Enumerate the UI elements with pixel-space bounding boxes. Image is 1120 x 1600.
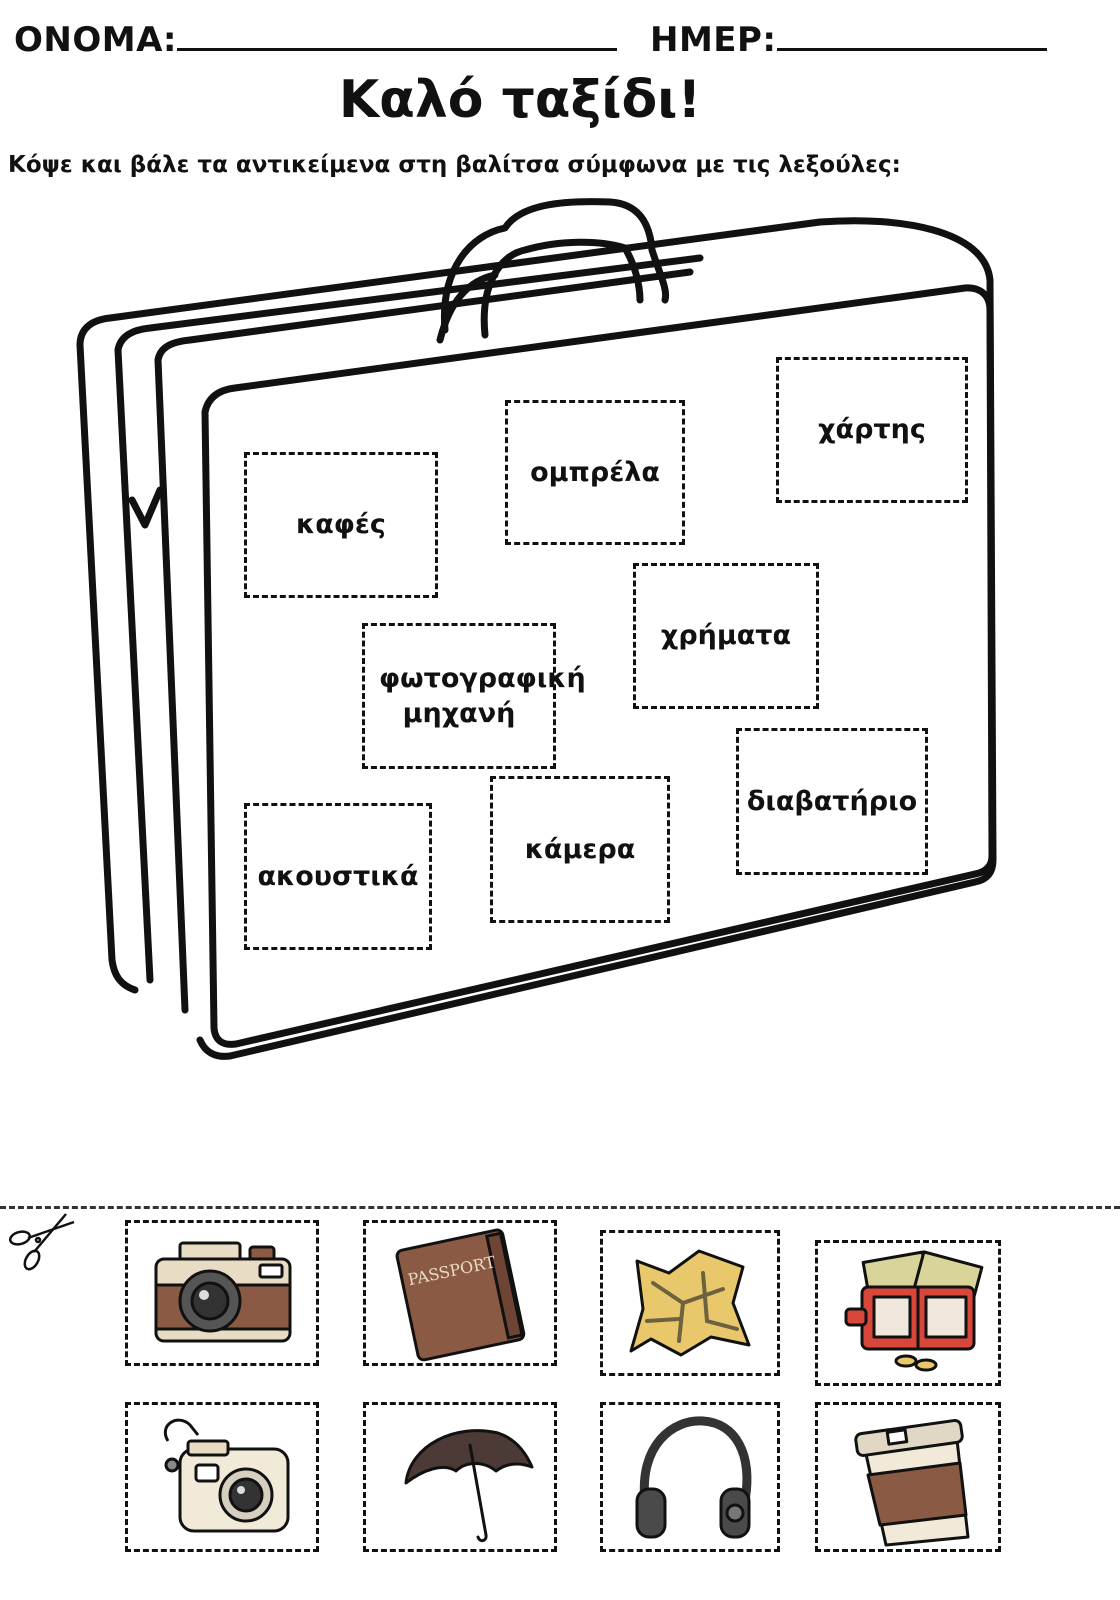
cutout-card-headphones[interactable] xyxy=(600,1402,780,1552)
cutout-card-camera[interactable] xyxy=(125,1220,319,1366)
date-field[interactable]: ΗΜΕΡ: xyxy=(650,18,1047,60)
map-icon xyxy=(629,1249,751,1357)
page-title: Καλό ταξίδι! xyxy=(338,70,702,130)
suitcase-illustration xyxy=(76,198,997,1060)
date-label: ΗΜΕΡ: xyxy=(650,20,777,60)
slot-label: καφές xyxy=(296,509,386,541)
umbrella-icon xyxy=(404,1429,534,1543)
slot-coffee[interactable]: καφές xyxy=(244,452,438,598)
slot-label: χάρτης xyxy=(818,414,926,446)
cutout-card-map[interactable] xyxy=(600,1230,780,1376)
date-blank-line[interactable] xyxy=(776,18,1047,51)
slot-label: ομπρέλα xyxy=(530,456,660,488)
cut-line xyxy=(0,1206,1120,1209)
slot-photo-camera[interactable]: φωτογραφική μηχανή xyxy=(362,623,586,769)
suitcase-front-panel xyxy=(201,284,996,1048)
slot-passport[interactable]: διαβατήριο xyxy=(736,728,928,875)
headphones-icon xyxy=(635,1416,752,1539)
slot-camera[interactable]: κάμερα xyxy=(490,776,670,923)
slot-label: χρήματα xyxy=(660,620,792,652)
cutout-card-umbrella[interactable] xyxy=(363,1402,557,1552)
suitcase-back-shell xyxy=(76,217,997,1060)
name-blank-line[interactable] xyxy=(177,18,618,51)
name-label: ΟΝΟΜΑ: xyxy=(14,20,178,60)
slot-umbrella[interactable]: ομπρέλα xyxy=(505,400,685,545)
suitcase-handle xyxy=(440,198,670,334)
camera-icon xyxy=(154,1241,292,1343)
coffee-cup-icon xyxy=(854,1419,970,1547)
slot-label: ακουστικά xyxy=(257,860,419,892)
slot-label: φωτογραφική μηχανή xyxy=(379,662,586,729)
slot-label: κάμερα xyxy=(524,833,636,865)
slot-money[interactable]: χρήματα xyxy=(633,563,819,709)
name-field[interactable]: ΟΝΟΜΑ: xyxy=(14,18,618,60)
instructions: Κόψε και βάλε τα αντικείμενα στη βαλίτσα… xyxy=(8,152,901,178)
wallet-money-icon xyxy=(844,1250,984,1372)
cutout-card-instant-camera[interactable] xyxy=(125,1402,319,1552)
passport-icon: PASSPORT xyxy=(395,1228,526,1362)
slot-headphones[interactable]: ακουστικά xyxy=(244,803,432,950)
cutout-card-money[interactable] xyxy=(815,1240,1001,1386)
slot-map[interactable]: χάρτης xyxy=(776,357,968,503)
slot-label: διαβατήριο xyxy=(746,785,918,817)
instant-camera-icon xyxy=(164,1418,290,1533)
scissors-icon xyxy=(8,1213,75,1271)
cutout-card-passport[interactable]: PASSPORT xyxy=(363,1220,557,1366)
cutout-card-coffee[interactable] xyxy=(815,1402,1001,1552)
